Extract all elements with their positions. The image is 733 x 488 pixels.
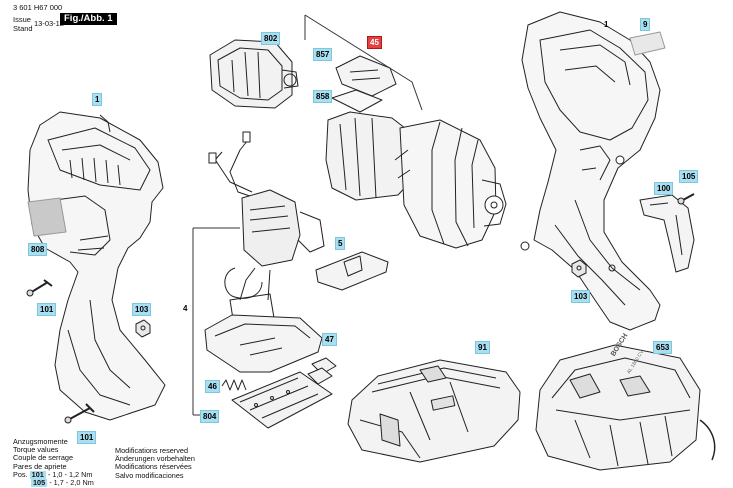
callout-4: 4: [183, 304, 188, 313]
callout-808: 808: [28, 243, 48, 256]
left-housing-half: [27, 111, 166, 421]
gearbox: [325, 111, 413, 201]
switch-base-plate: [204, 314, 323, 373]
callout-46: 46: [205, 380, 220, 393]
pos2-value: - 1,7 - 2,0 Nm: [49, 478, 94, 488]
right-housing-half: [521, 11, 661, 331]
torque-line-en: Torque values: [13, 445, 59, 455]
callout-802: 802: [261, 32, 281, 45]
selector-plate-857: [335, 55, 397, 97]
callout-5: 5: [335, 237, 346, 250]
screw-101-a: [29, 279, 53, 294]
slider-858: [331, 89, 383, 113]
document-number: 3 601 H67 000: [13, 3, 63, 12]
screw-105: [682, 193, 695, 201]
torque-line-de: Anzugsmomente: [13, 437, 68, 446]
pos1-value: - 1,0 - 1,2 Nm: [47, 469, 93, 479]
callout-101-b: 101: [77, 431, 97, 444]
torque-line-fr: Couple de serrage: [13, 453, 74, 463]
modifications-es: Salvo modificaciones: [115, 470, 184, 480]
nut-103-left: [135, 319, 151, 338]
motor-802: [209, 39, 293, 109]
modifications-fr: Modifications réservées: [115, 462, 192, 472]
pos1-number: 101: [29, 469, 46, 480]
callout-101-a: 101: [37, 303, 57, 316]
torque-line-es: Pares de apriete: [13, 461, 67, 471]
figure-tag: Fig./Abb. 1: [60, 13, 117, 25]
switch-assembly-4: [241, 189, 301, 267]
issue-date: 13-03-12: [34, 19, 65, 28]
torque-row-105: 105 - 1,7 - 2,0 Nm: [13, 478, 94, 488]
callout-858: 858: [313, 90, 333, 103]
callout-1-left: 1: [92, 93, 103, 106]
chuck: [399, 119, 497, 249]
modifications-de: Änderungen vorbehalten: [115, 454, 195, 464]
slider-5: [315, 251, 389, 291]
modifications-block: Modifications reserved Änderungen vorbeh…: [115, 446, 195, 480]
callout-47: 47: [322, 333, 337, 346]
spring-46: [221, 379, 247, 391]
callout-857: 857: [313, 48, 333, 61]
pos2-number: 105: [31, 478, 48, 488]
label-9-sticker: [629, 31, 666, 56]
screw-101-b: [67, 403, 95, 421]
issue-label: Issue: [13, 15, 31, 24]
torque-values-block: Anzugsmomente Torque values Couple de se…: [13, 437, 94, 488]
nut-103-right: [571, 259, 587, 278]
torque-row-101: Pos. 101 - 1,0 - 1,2 Nm: [13, 469, 94, 480]
callout-1-right: 1: [604, 20, 609, 29]
callout-653: 653: [653, 341, 673, 354]
label-808-sticker: [27, 197, 67, 237]
pos-label: Pos.: [13, 469, 28, 479]
callout-804: 804: [200, 410, 220, 423]
callout-105: 105: [679, 170, 699, 183]
callout-91: 91: [475, 341, 490, 354]
stand-label: Stand: [13, 24, 33, 33]
callout-100: 100: [654, 182, 674, 195]
modifications-en: Modifications reserved: [115, 446, 189, 455]
charger-653: [535, 344, 701, 471]
callout-103-left: 103: [132, 303, 152, 316]
callout-103-right: 103: [571, 290, 591, 303]
callout-9: 9: [640, 18, 651, 31]
belt-clip-100: [639, 194, 695, 273]
callout-45: 45: [367, 36, 382, 49]
